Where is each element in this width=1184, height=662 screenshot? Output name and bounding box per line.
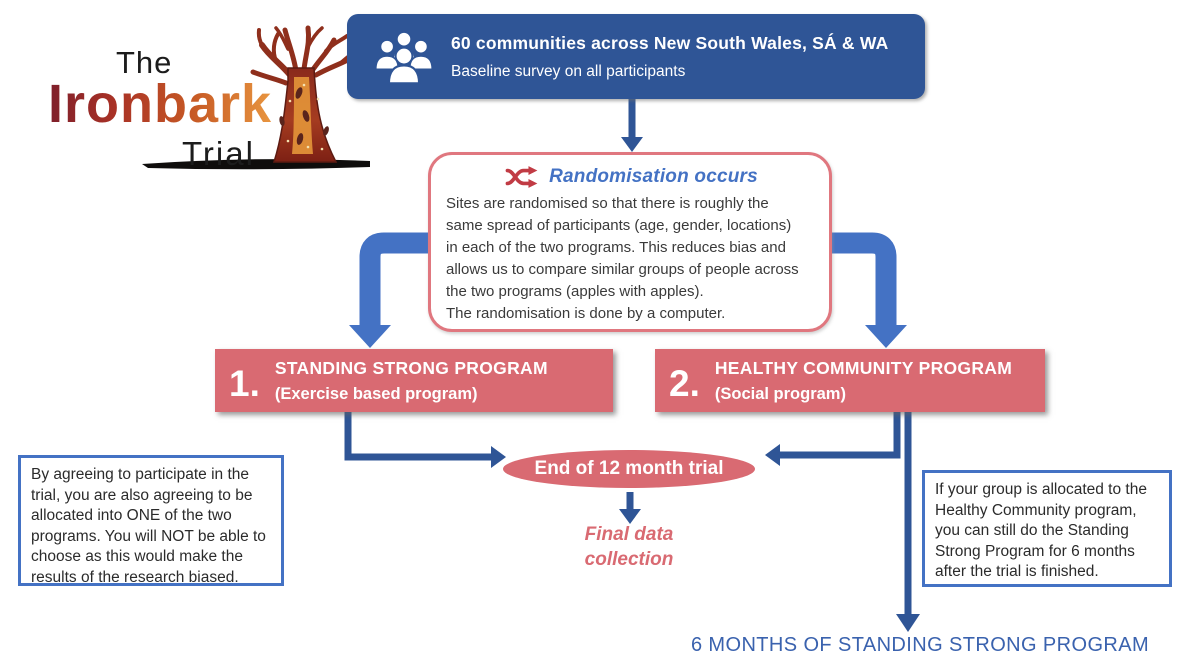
baseline-survey-subtitle: Baseline survey on all participants: [451, 62, 686, 80]
randomisation-title: Randomisation occurs: [549, 166, 758, 187]
program1-title: STANDING STRONG PROGRAM: [274, 357, 548, 378]
arrow-randomisation-to-program1: [349, 232, 430, 348]
communities-box-text: 60 communities across New South Wales, S…: [443, 33, 888, 81]
healthy-community-program-box: 2. HEALTHY COMMUNITY PROGRAM (Social pro…: [655, 349, 1045, 412]
program1-text: STANDING STRONG PROGRAM (Exercise based …: [275, 358, 548, 404]
final-data-collection-label: Final data collection: [584, 524, 674, 570]
logo-text-the: The: [116, 45, 173, 80]
program1-subtitle: (Exercise based program): [274, 384, 478, 403]
arrow-program2-to-6months: [896, 412, 920, 632]
arrow-program1-to-ellipse: [344, 412, 506, 468]
randomisation-description: Sites are randomised so that there is ro…: [446, 195, 799, 322]
logo-text-ironbark: Ironbark: [48, 74, 273, 134]
healthy-community-note-box: If your group is allocated to the Health…: [922, 470, 1172, 587]
end-of-trial-ellipse: End of 12 month trial: [503, 450, 755, 488]
program2-title: HEALTHY COMMUNITY PROGRAM: [714, 357, 1013, 378]
six-months-standing-strong-label: 6 MONTHS OF STANDING STRONG PROGRAM: [690, 634, 1150, 656]
program2-text: HEALTHY COMMUNITY PROGRAM (Social progra…: [715, 358, 1012, 404]
shuffle-icon: [505, 166, 538, 188]
communities-title: 60 communities across New South Wales, S…: [451, 32, 889, 53]
program1-number: 1.: [229, 363, 260, 404]
randomisation-box: Randomisation occurs Sites are randomise…: [428, 152, 832, 332]
arrow-randomisation-to-program2: [830, 232, 907, 348]
program2-number: 2.: [669, 363, 700, 404]
ironbark-trial-logo: The Ironbark Trial: [40, 15, 370, 185]
ironbark-tree-image: [142, 25, 370, 170]
randomisation-title-row: Randomisation occurs: [446, 164, 817, 190]
standing-strong-program-box: 1. STANDING STRONG PROGRAM (Exercise bas…: [215, 349, 613, 412]
arrow-ellipse-to-finaldata: [619, 492, 641, 524]
end-of-trial-label: End of 12 month trial: [534, 458, 724, 479]
program2-subtitle: (Social program): [714, 384, 846, 403]
group-of-people-icon: [365, 29, 443, 85]
allocation-note-box: By agreeing to participate in the trial,…: [18, 455, 284, 586]
communities-box: 60 communities across New South Wales, S…: [347, 14, 925, 99]
arrow-program2-to-ellipse: [765, 412, 901, 466]
arrow-topbox-to-randomisation: [621, 99, 643, 152]
logo-text-trial: Trial: [182, 135, 255, 172]
